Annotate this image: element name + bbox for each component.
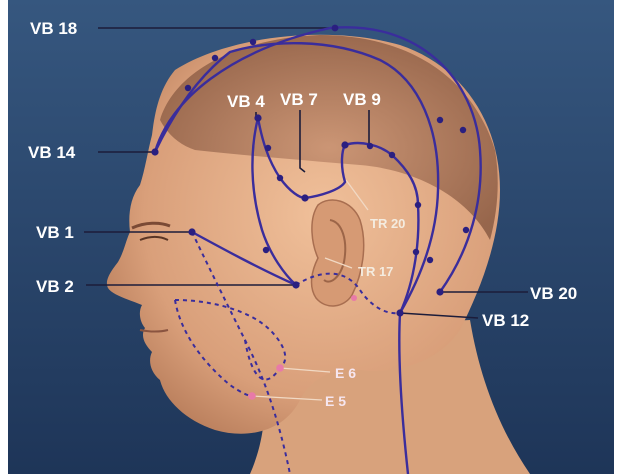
point-loop-3 [367, 143, 373, 149]
point-vb18 [332, 25, 339, 32]
point-loop-2 [277, 175, 283, 181]
point-loop-5 [415, 202, 421, 208]
label-vb4: VB 4 [227, 92, 265, 111]
point-arc-2 [250, 39, 256, 45]
point-outer-1 [460, 127, 466, 133]
point-vb4 [254, 114, 261, 121]
point-vb20 [436, 288, 443, 295]
point-inner-2 [427, 257, 433, 263]
right-margin [614, 0, 618, 474]
point-vb2 [292, 281, 299, 288]
point-loop-4 [389, 152, 395, 158]
left-margin [0, 0, 8, 474]
label-vb20: VB 20 [530, 284, 577, 303]
label-tr17: TR 17 [358, 264, 393, 279]
point-vb4-down [263, 247, 269, 253]
label-vb18: VB 18 [30, 19, 77, 38]
point-arc-3 [185, 85, 191, 91]
point-vb9 [341, 141, 348, 148]
label-e6: E 6 [335, 365, 356, 381]
label-e5: E 5 [325, 393, 346, 409]
label-vb2: VB 2 [36, 277, 74, 296]
label-vb14: VB 14 [28, 143, 76, 162]
label-vb1: VB 1 [36, 223, 74, 242]
label-vb12: VB 12 [482, 311, 529, 330]
label-tr20: TR 20 [370, 216, 405, 231]
label-vb9: VB 9 [343, 90, 381, 109]
point-loop-6 [413, 249, 419, 255]
point-outer-2 [463, 227, 469, 233]
point-e5 [248, 392, 256, 400]
point-vb1 [188, 228, 195, 235]
point-arc-1 [212, 55, 218, 61]
point-vb14 [151, 148, 158, 155]
point-inner-1 [437, 117, 443, 123]
label-vb7: VB 7 [280, 90, 318, 109]
point-loop-1 [265, 145, 271, 151]
point-vb7 [301, 194, 308, 201]
point-tr17-marker [351, 295, 357, 301]
point-vb12 [396, 309, 403, 316]
point-e6 [276, 364, 284, 372]
